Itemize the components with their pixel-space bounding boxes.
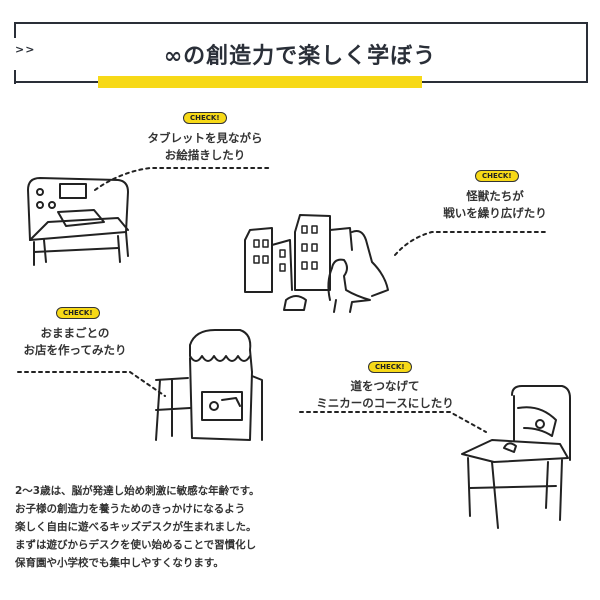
caption-line: 道をつなげて — [350, 379, 420, 393]
tablet-desk-illustration — [27, 177, 129, 266]
car-track-desk-illustration — [461, 385, 571, 529]
page-title: ∞の創造力で楽しく学ぼう — [163, 44, 437, 69]
description-line: お子様の創造力を養うためのきっかけになるよう — [15, 503, 246, 515]
check-badge: CHECK! — [56, 307, 100, 319]
feature-caption-monsters: 怪獣たちが 戦いを繰り広げたり — [430, 188, 560, 222]
shop-desk-illustration — [155, 329, 263, 441]
feature-caption-car-track: 道をつなげて ミニカーのコースにしたり — [305, 378, 465, 412]
caption-line: タブレットを見ながら — [147, 131, 263, 145]
double-chevron-icon: >> — [15, 43, 36, 56]
check-badge: CHECK! — [475, 170, 519, 182]
check-badge: CHECK! — [368, 361, 412, 373]
header-frame-left-top — [14, 22, 16, 38]
header-frame-left-bottom — [14, 70, 16, 84]
description-line: まずは遊びからデスクを使い始めることで習慣化し — [15, 539, 257, 551]
caption-line: おままごとの — [40, 326, 110, 340]
caption-line: お店を作ってみたり — [23, 343, 127, 357]
city-monster-illustration — [244, 214, 389, 313]
title-highlight — [98, 76, 422, 88]
feature-caption-drawing: タブレットを見ながら お絵描きしたり — [135, 130, 275, 164]
description-paragraph: 2～3歳は、脳が発達し始め刺激に敏感な年齢です。 お子様の創造力を養うためのきっ… — [15, 482, 260, 572]
check-badge: CHECK! — [183, 112, 227, 124]
description-line: 保育園や小学校でも集中しやすくなります。 — [15, 557, 224, 569]
caption-line: ミニカーのコースにしたり — [316, 396, 454, 410]
description-line: 楽しく自由に遊べるキッズデスクが生まれました。 — [15, 521, 257, 533]
dotted-leader-lines — [17, 167, 546, 433]
caption-line: 戦いを繰り広げたり — [443, 206, 547, 220]
description-line: 2～3歳は、脳が発達し始め刺激に敏感な年齢です。 — [15, 485, 260, 497]
caption-line: お絵描きしたり — [164, 148, 246, 162]
feature-caption-shop: おままごとの お店を作ってみたり — [10, 325, 140, 359]
caption-line: 怪獣たちが — [466, 189, 524, 203]
